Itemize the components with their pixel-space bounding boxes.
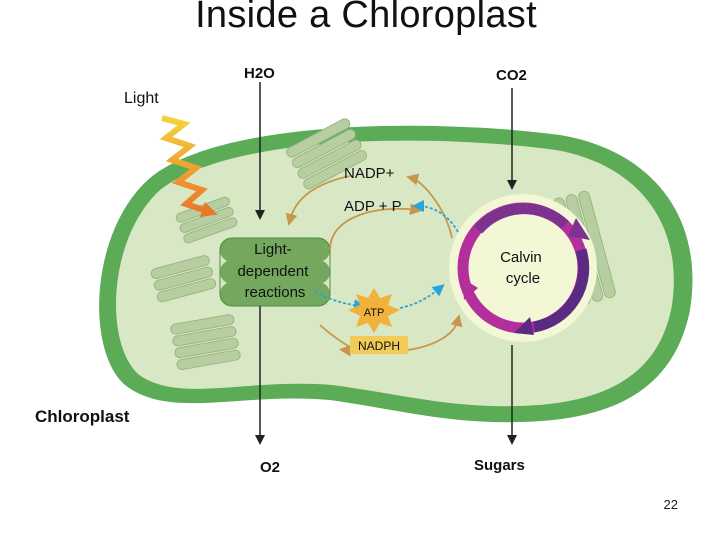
cycle-arrows-blue [314,200,459,312]
atp-star [348,288,400,333]
nadph-box [350,336,408,354]
atp-label: ATP [364,307,385,319]
sugars-label: Sugars [474,457,525,474]
nadp-label: NADP+ [344,165,395,182]
light-label: Light [124,90,159,107]
light-wave [159,115,218,218]
light-reaction-stack [219,237,331,307]
calvin-cycle [449,194,597,342]
co2-label: CO2 [496,67,527,84]
h2o-label: H2O [244,65,275,82]
page-number: 22 [663,497,678,512]
o2-label: O2 [260,459,280,476]
light-dependent-reactions-label: Light- dependent reactions [237,241,312,301]
chloroplast-label: Chloroplast [35,407,130,426]
cycle-arrows-tan [285,173,463,357]
nadph-label: NADPH [358,339,400,353]
calvin-cycle-label: Calvin cycle [500,249,546,287]
slide-title: Inside a Chloroplast [195,0,537,36]
adp-p-label: ADP + P [344,198,402,215]
flow-arrows [255,82,517,445]
